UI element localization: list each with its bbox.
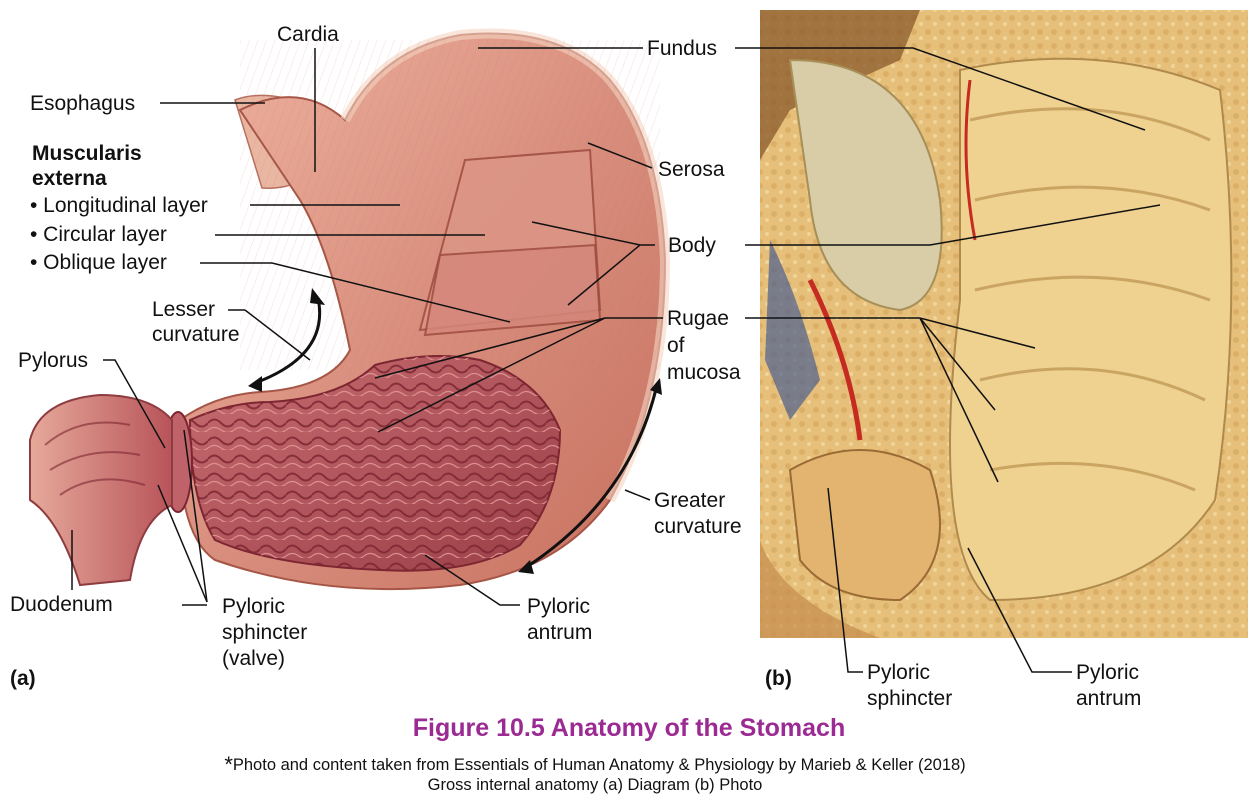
label-valve: (valve) xyxy=(222,647,286,670)
credit-line-2: Gross internal anatomy (a) Diagram (b) P… xyxy=(427,776,763,794)
label-duodenum: Duodenum xyxy=(10,593,113,616)
label-lesser-curvature: curvature xyxy=(152,323,240,346)
label-oblique-layer: • Oblique layer xyxy=(30,251,167,274)
panel-b-label: (b) xyxy=(765,667,792,690)
label-b-sphincter: sphincter xyxy=(867,687,953,710)
label-b-pyloric-antrum: Pyloric xyxy=(1076,661,1140,684)
lesser-curvature-arrow xyxy=(254,297,322,385)
duodenum-shape xyxy=(29,393,173,587)
label-antrum: antrum xyxy=(527,621,593,644)
label-rugae-of: of xyxy=(667,334,685,357)
label-b-pyloric-sphincter: Pyloric xyxy=(867,661,931,684)
label-pylorus: Pylorus xyxy=(18,349,89,372)
label-pyloric-antrum: Pyloric xyxy=(527,595,591,618)
label-circular-layer: • Circular layer xyxy=(30,223,167,246)
credit-asterisk: * xyxy=(224,752,233,777)
label-rugae-mucosa: mucosa xyxy=(667,361,741,384)
label-muscularis: Muscularis xyxy=(32,142,142,165)
label-fundus: Fundus xyxy=(647,37,718,60)
label-lesser: Lesser xyxy=(152,298,216,321)
label-esophagus: Esophagus xyxy=(30,92,136,115)
figure-title: Figure 10.5 Anatomy of the Stomach xyxy=(412,714,846,742)
label-b-antrum: antrum xyxy=(1076,687,1142,710)
panel-a-label: (a) xyxy=(10,667,36,690)
label-sphincter: sphincter xyxy=(222,621,308,644)
label-greater-curvature: curvature xyxy=(654,515,742,538)
label-body: Body xyxy=(668,234,716,257)
greater-curvature-arrow xyxy=(524,384,659,570)
label-serosa: Serosa xyxy=(658,158,725,181)
label-externa: externa xyxy=(32,167,107,190)
label-longitudinal-layer: • Longitudinal layer xyxy=(30,194,208,217)
label-cardia: Cardia xyxy=(277,23,339,46)
label-pyloric-sphincter: Pyloric xyxy=(222,595,286,618)
label-rugae: Rugae xyxy=(667,307,729,330)
credit-line-1: *Photo and content taken from Essentials… xyxy=(0,752,1190,778)
leader-lines-a xyxy=(71,47,663,606)
label-greater: Greater xyxy=(654,489,726,512)
leader-lines-b xyxy=(735,47,1161,673)
credit-text: Photo and content taken from Essentials … xyxy=(232,756,966,774)
